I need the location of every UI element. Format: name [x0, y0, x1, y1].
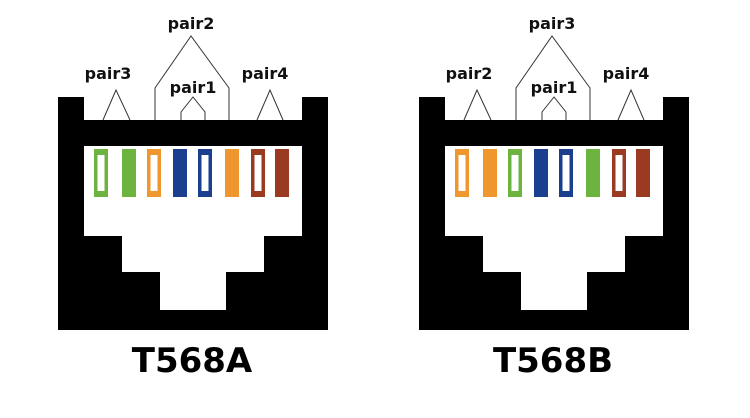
connector-body: [419, 97, 689, 330]
bracket-pins-3-6: [515, 35, 591, 120]
wire-stripe-pin-1: [458, 155, 466, 191]
pair-label-left: pair2: [446, 64, 493, 83]
wire-stripe-pin-5: [201, 155, 209, 191]
wire-stripe-pin-7: [615, 155, 623, 191]
standard-title: T568B: [493, 341, 613, 381]
wire-pin-6-solid: [586, 149, 600, 197]
bracket-pins-3-6: [154, 35, 230, 120]
wire-pin-8-solid: [636, 149, 650, 197]
wire-stripe-pin-3: [150, 155, 158, 191]
wire-stripe-pin-7: [254, 155, 262, 191]
pair-label-middle: pair1: [170, 78, 217, 97]
connector-t568a: pair3 pair2 pair1 pair4 T568A: [58, 14, 328, 381]
pair-brackets: [463, 35, 645, 121]
wire-stripe-pin-3: [511, 155, 519, 191]
wire-pin-4-solid: [173, 149, 187, 197]
bracket-pins-4-5: [180, 96, 206, 120]
pair-label-middle: pair1: [531, 78, 578, 97]
bracket-pins-1-2: [102, 88, 131, 121]
wire-pin-2-solid: [122, 149, 136, 197]
wire-stripe-pin-1: [97, 155, 105, 191]
contact-bar: [445, 122, 663, 142]
contact-bar: [84, 122, 302, 142]
bracket-pins-7-8: [617, 88, 645, 121]
wire-slots: [455, 149, 650, 197]
wire-stripe-pin-5: [562, 155, 570, 191]
pair-label-right: pair4: [242, 64, 289, 83]
bracket-pins-4-5: [541, 96, 567, 120]
connector-t568b: pair2 pair3 pair1 pair4 T568B: [419, 14, 689, 381]
pair-label-top: pair3: [529, 14, 576, 33]
wire-pin-4-solid: [534, 149, 548, 197]
wire-pin-6-solid: [225, 149, 239, 197]
wire-pin-8-solid: [275, 149, 289, 197]
bracket-pins-1-2: [463, 88, 492, 121]
standard-title: T568A: [132, 341, 253, 381]
bracket-pins-7-8: [256, 88, 284, 121]
pair-label-right: pair4: [603, 64, 650, 83]
wire-pin-2-solid: [483, 149, 497, 197]
wire-slots: [94, 149, 289, 197]
connector-body: [58, 97, 328, 330]
pair-brackets: [102, 35, 284, 121]
pair-label-top: pair2: [168, 14, 215, 33]
pair-label-left: pair3: [85, 64, 132, 83]
